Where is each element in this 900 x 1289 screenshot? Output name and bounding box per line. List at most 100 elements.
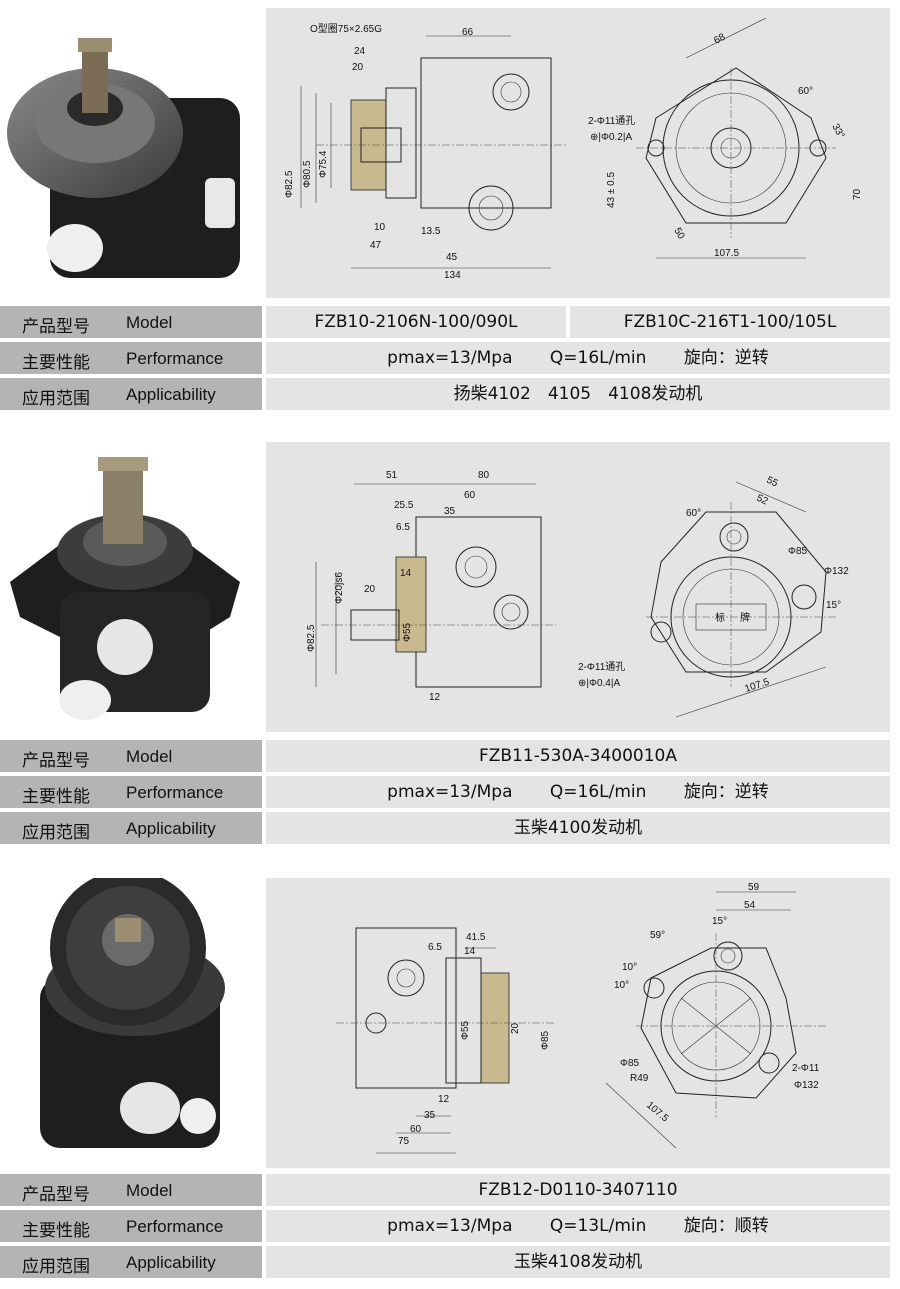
dim-14: 14 (400, 568, 412, 579)
angle-10a: 10° (622, 962, 637, 973)
angle-59: 59° (650, 930, 665, 941)
dim-47: 47 (370, 240, 382, 251)
model-label-en: Model (126, 313, 173, 332)
dim-60: 60 (464, 490, 476, 501)
angle-15: 15° (826, 600, 841, 611)
dim-phi825: Φ82.5 (284, 170, 295, 198)
dim-51: 51 (386, 470, 398, 481)
flow-value: Q=13L/min (549, 1216, 647, 1236)
technical-drawing: 51 80 60 25.5 35 6.5 20 14 Φ20js6 Φ82.5 … (266, 442, 890, 732)
performance-row: 主要性能 Performance pmax=13/Mpa Q=13L/min 旋… (0, 1210, 900, 1242)
rotation-value: 旋向：逆转 (683, 782, 769, 802)
dim-52: 52 (755, 493, 770, 508)
dim-65: 6.5 (428, 942, 442, 953)
dim-phi55: Φ55 (460, 1020, 471, 1040)
side-view (300, 35, 566, 269)
dim-75: 75 (398, 1136, 410, 1147)
front-view (605, 891, 826, 1149)
model-label-zh: 产品型号 (22, 751, 90, 771)
app-label-en: Applicability (126, 1253, 216, 1272)
angle-60: 60° (798, 86, 813, 97)
applicability-row: 应用范围 Applicability 扬柴4102 4105 4108发动机 (0, 378, 900, 410)
holes-note: 2-Φ11通孔 (588, 115, 635, 127)
dim-phi805: Φ80.5 (302, 160, 313, 188)
tolerance-frame: ⊕|Φ0.4|A (578, 678, 620, 689)
dim-1075: 107.5 (714, 248, 739, 259)
side-view (315, 483, 556, 688)
product-photo (0, 870, 262, 1168)
model-value: FZB11-530A-3400010A (266, 740, 890, 772)
tolerance-frame: ⊕|Φ0.2|A (590, 132, 632, 143)
perf-label-en: Performance (126, 349, 224, 368)
dim-12: 12 (438, 1094, 450, 1105)
product-photo (0, 442, 262, 732)
plate-char-2: 牌 (740, 611, 750, 624)
performance-row: 主要性能 Performance pmax=13/Mpa Q=16L/min 旋… (0, 776, 900, 808)
flow-value: Q=16L/min (549, 348, 647, 368)
dim-phi754: Φ75.4 (318, 150, 329, 178)
angle-15: 15° (712, 916, 727, 927)
dim-43: 43 ± 0.5 (606, 171, 617, 208)
front-view (636, 17, 836, 259)
dim-134: 134 (444, 270, 461, 281)
app-label-zh: 应用范围 (22, 1257, 90, 1277)
performance-row: 主要性能 Performance pmax=13/Mpa Q=16L/min 旋… (0, 342, 900, 374)
dim-55: 55 (765, 475, 780, 490)
angle-60: 60° (686, 508, 701, 519)
applicability-row: 应用范围 Applicability 玉柴4108发动机 (0, 1246, 900, 1278)
perf-label-zh: 主要性能 (22, 353, 90, 373)
dim-14: 14 (464, 946, 476, 957)
model-label-en: Model (126, 747, 173, 766)
dim-phi20js6: Φ20js6 (334, 572, 345, 604)
dim-35: 35 (444, 506, 456, 517)
dim-24: 24 (354, 46, 366, 57)
rotation-value: 旋向：顺转 (683, 1216, 769, 1236)
applicability-value: 玉柴4100发动机 (266, 812, 890, 844)
model-label-zh: 产品型号 (22, 1185, 90, 1205)
plate-char-1: 标 (715, 612, 725, 624)
pmax-value: pmax=13/Mpa (387, 782, 513, 802)
dim-70: 70 (852, 188, 863, 200)
dim-12: 12 (429, 692, 441, 703)
app-label-zh: 应用范围 (22, 389, 90, 409)
model-row: 产品型号 Model FZB10-2106N-100/090L FZB10C-2… (0, 306, 900, 338)
model-label-en: Model (126, 1181, 173, 1200)
app-label-zh: 应用范围 (22, 823, 90, 843)
dim-80: 80 (478, 470, 490, 481)
dim-59: 59 (748, 882, 760, 893)
dim-20: 20 (352, 62, 364, 73)
model-value-a: FZB10-2106N-100/090L (266, 306, 566, 338)
model-row: 产品型号 Model FZB11-530A-3400010A (0, 740, 900, 772)
dim-60: 60 (410, 1124, 422, 1135)
dim-68: 68 (712, 32, 727, 47)
dim-54: 54 (744, 900, 756, 911)
holes-note: 2-Φ11 (792, 1063, 820, 1074)
front-view (646, 481, 836, 718)
dim-35: 35 (424, 1110, 436, 1121)
model-value: FZB12-D0110-3407110 (266, 1174, 890, 1206)
perf-label-zh: 主要性能 (22, 1221, 90, 1241)
app-label-en: Applicability (126, 819, 216, 838)
dim-20: 20 (510, 1022, 521, 1034)
model-label-zh: 产品型号 (22, 317, 90, 337)
dim-20: 20 (364, 584, 376, 595)
app-label-en: Applicability (126, 385, 216, 404)
technical-drawing: 41.5 6.5 14 Φ55 20 Φ85 12 35 60 75 (266, 878, 890, 1168)
angle-33: 33° (829, 122, 846, 141)
dim-65: 6.5 (396, 522, 410, 533)
pmax-value: pmax=13/Mpa (387, 1216, 513, 1236)
technical-drawing: O型圈75×2.65G 66 24 20 Φ82.5 Φ80.5 Φ75.4 1… (266, 8, 890, 298)
model-row: 产品型号 Model FZB12-D0110-3407110 (0, 1174, 900, 1206)
pmax-value: pmax=13/Mpa (387, 348, 513, 368)
dim-1075: 107.5 (644, 1100, 671, 1125)
flow-value: Q=16L/min (549, 782, 647, 802)
dim-phi85: Φ85 (788, 546, 808, 557)
oring-label: O型圈75×2.65G (310, 22, 382, 35)
rotation-value: 旋向：逆转 (683, 348, 769, 368)
angle-10b: 10° (614, 980, 629, 991)
dim-phi85: Φ85 (540, 1030, 551, 1050)
dim-66: 66 (462, 27, 474, 38)
dim-255: 25.5 (394, 500, 414, 511)
dim-phi132: Φ132 (824, 566, 849, 577)
perf-label-en: Performance (126, 783, 224, 802)
